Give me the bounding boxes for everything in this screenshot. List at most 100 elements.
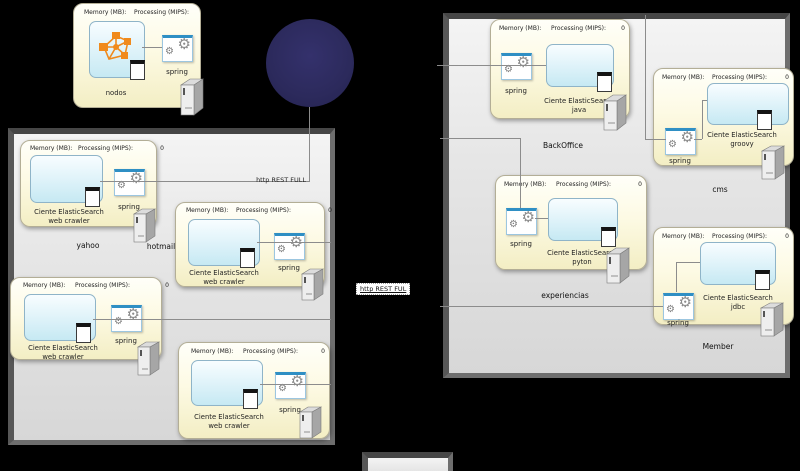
memory-header: Memory (MB):	[84, 9, 127, 16]
spring-label: spring	[115, 337, 137, 345]
spring-component-icon[interactable]: ⚙ ⚙	[665, 128, 696, 155]
gear-icon: ⚙	[509, 219, 518, 230]
spring-component-icon[interactable]: ⚙ ⚙	[506, 208, 537, 235]
client-name-line2: pyton	[572, 257, 592, 266]
spring-label: spring	[510, 240, 532, 248]
server-icon[interactable]	[605, 245, 631, 285]
gear-icon: ⚙	[668, 139, 677, 150]
client-rect-groovy[interactable]	[707, 83, 789, 125]
processing-header: Processing (MIPS):	[78, 145, 134, 152]
gear-icon: ⚙	[290, 372, 304, 390]
connector-crawler4-out	[260, 384, 331, 385]
connector-crawler3-out	[93, 319, 331, 320]
server-icon[interactable]	[602, 92, 628, 132]
cloud-circle[interactable]	[266, 19, 354, 107]
connector-pyton-spring-client	[535, 218, 548, 219]
memory-header: Memory (MB):	[186, 207, 229, 214]
connector-hotmail-out	[257, 242, 331, 243]
client-rect-yahoo[interactable]	[30, 155, 103, 203]
edge-label-http-rest-ful-edit[interactable]: http REST FUL	[356, 283, 411, 295]
processing-value: 0	[328, 207, 332, 214]
connector-cms-spring-client-2	[702, 100, 703, 139]
client-name-line2: web crawler	[48, 216, 90, 225]
memory-header: Memory (MB):	[662, 74, 705, 81]
gear-icon: ⚙	[678, 293, 692, 311]
server-icon[interactable]	[298, 404, 323, 440]
client-name-line1: Ciente ElasticSearch	[703, 294, 773, 302]
connector-nodos-spring	[142, 47, 162, 48]
memory-header: Memory (MB):	[499, 25, 542, 32]
spring-component-icon[interactable]: ⚙ ⚙	[114, 169, 145, 196]
connector-jdbc-spring-client-v	[676, 262, 677, 292]
processing-value: 0	[785, 233, 789, 240]
client-name: Ciente ElasticSearch web crawler	[15, 344, 111, 362]
spring-label: spring	[166, 68, 188, 76]
spring-component-icon[interactable]: ⚙ ⚙	[663, 293, 694, 320]
client-name: Ciente ElasticSearch pyton	[534, 249, 630, 267]
spring-component-icon[interactable]: ⚙ ⚙	[275, 372, 306, 399]
client-name-line1: Ciente ElasticSearch	[707, 131, 777, 139]
client-name-line2: web crawler	[208, 421, 250, 430]
gear-icon: ⚙	[277, 244, 286, 255]
spring-component-icon[interactable]: ⚙ ⚙	[274, 233, 305, 260]
client-name-line1: Ciente ElasticSearch	[28, 344, 98, 352]
node-box-webcrawler-3[interactable]: Memory (MB): Processing (MIPS): 0 ⚙ ⚙ sp…	[10, 277, 169, 362]
gear-icon: ⚙	[126, 305, 140, 323]
gear-icon: ⚙	[278, 383, 287, 394]
gear-icon: ⚙	[680, 128, 694, 146]
connector-yahoo-cloud-v	[309, 107, 310, 182]
spring-component-icon[interactable]: ⚙ ⚙	[501, 53, 532, 80]
edge-label-http-rest-full: http REST FULL	[256, 176, 306, 184]
processing-value: 0	[621, 25, 625, 32]
processing-header: Processing (MIPS):	[243, 348, 299, 355]
node-box-nodos[interactable]: Memory (MB): Processing (MIPS): ⚙ ⚙ spri…	[73, 3, 201, 108]
window-icon	[240, 248, 255, 268]
node-box-java[interactable]: Memory (MB): Processing (MIPS): 0 ⚙ ⚙ sp…	[490, 19, 630, 119]
gear-icon: ⚙	[666, 304, 675, 315]
client-name: Ciente ElasticSearch jdbc	[690, 294, 786, 312]
client-name: Ciente ElasticSearch web crawler	[181, 413, 277, 431]
spring-label: spring	[669, 157, 691, 165]
spring-component-icon[interactable]: ⚙ ⚙	[111, 305, 142, 332]
processing-header: Processing (MIPS):	[236, 207, 292, 214]
node-label-yahoo: yahoo	[76, 241, 100, 250]
window-icon	[757, 110, 772, 130]
node-label-member: Member	[702, 342, 734, 351]
client-rect-webcrawler-3[interactable]	[24, 294, 96, 341]
processing-header: Processing (MIPS):	[75, 282, 131, 289]
server-icon[interactable]	[179, 76, 205, 117]
container-bottom-fragment[interactable]	[362, 452, 453, 471]
server-icon[interactable]	[136, 339, 161, 377]
client-name-line1: Ciente ElasticSearch	[34, 208, 104, 216]
processing-header: Processing (MIPS):	[712, 74, 768, 81]
server-icon[interactable]	[132, 206, 157, 244]
gear-icon: ⚙	[165, 46, 174, 57]
network-orange-icon	[99, 32, 131, 60]
spring-label: spring	[505, 87, 527, 95]
connector-cms-in-v	[645, 15, 646, 139]
processing-header: Processing (MIPS):	[556, 181, 612, 188]
window-icon	[597, 72, 612, 92]
node-box-webcrawler-4[interactable]: Memory (MB): Processing (MIPS): 0 ⚙ ⚙ sp…	[178, 342, 330, 439]
gear-icon: ⚙	[117, 180, 126, 191]
client-name-line2: java	[571, 105, 587, 114]
node-box-yahoo[interactable]: Memory (MB): Processing (MIPS): 0 ⚙ ⚙ sp…	[20, 140, 164, 227]
node-box-hotmail[interactable]: Memory (MB): Processing (MIPS): 0 ⚙ ⚙ sp…	[175, 202, 332, 287]
client-name-line1: Ciente ElasticSearch	[547, 249, 617, 257]
client-name-line2: groovy	[730, 139, 754, 148]
client-name-line1: Ciente ElasticSearch	[544, 97, 614, 105]
spring-component-icon[interactable]: ⚙ ⚙	[162, 35, 193, 62]
processing-header: Processing (MIPS):	[712, 233, 768, 240]
processing-value: 0	[638, 181, 642, 188]
spring-label: spring	[278, 264, 300, 272]
server-icon[interactable]	[300, 266, 325, 302]
server-icon[interactable]	[760, 143, 786, 181]
client-name-line2: web crawler	[203, 277, 245, 286]
window-icon	[601, 227, 616, 247]
node-box-groovy[interactable]: Memory (MB): Processing (MIPS): 0 Ciente…	[653, 68, 794, 166]
processing-value: 0	[160, 145, 164, 152]
client-name: Ciente ElasticSearch web crawler	[178, 269, 270, 287]
client-name: Ciente ElasticSearch java	[533, 97, 625, 115]
server-icon[interactable]	[759, 300, 785, 338]
